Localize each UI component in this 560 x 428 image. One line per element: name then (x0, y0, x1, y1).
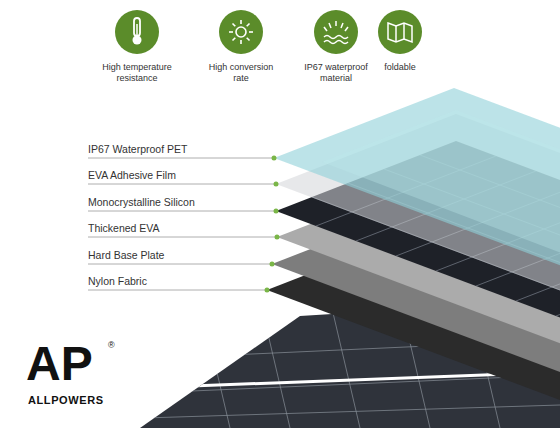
thermometer-icon (115, 10, 159, 54)
sun-ray (240, 20, 242, 24)
grid-line (100, 375, 560, 395)
sun-ray (247, 24, 250, 27)
leader-line (88, 264, 270, 265)
layer-name: IP67 Waterproof PET (88, 143, 187, 156)
sun-icon (219, 10, 263, 54)
icon-circle (314, 10, 358, 54)
water-drop (329, 23, 331, 28)
thermometer-mercury (136, 24, 138, 38)
brand-name: ALLPOWERS (28, 394, 104, 408)
leader-line (88, 290, 265, 291)
layer-name: Nylon Fabric (88, 275, 147, 288)
water-wave (324, 36, 348, 39)
grid-line (260, 300, 290, 428)
folded-map (388, 23, 412, 42)
leader-line (88, 237, 275, 238)
water-wave (324, 41, 348, 44)
pet-inner (322, 110, 560, 292)
leader-dot (265, 288, 270, 293)
layer-name: EVA Adhesive Film (88, 169, 176, 182)
grid-line (200, 300, 230, 428)
icon-circle (115, 10, 159, 54)
feature-caption: foldable (375, 62, 425, 73)
sun-ray (233, 38, 236, 41)
sun-ray (229, 31, 233, 33)
grid-line (80, 405, 560, 420)
leader-dot (275, 235, 280, 240)
icon-circle (378, 10, 422, 54)
feature-caption: IP67 waterproof material (302, 62, 370, 85)
sun-disc (236, 27, 246, 37)
leader-dot (272, 156, 277, 161)
brand-logo: AP (26, 340, 93, 388)
water-drop (335, 21, 337, 26)
leader-dots (265, 156, 280, 293)
fold-line (395, 26, 397, 42)
icon-circle (219, 10, 263, 54)
leader-dot (270, 262, 275, 267)
leader-line (88, 158, 272, 159)
sun-ray (233, 24, 236, 27)
layer-name: Thickened EVA (88, 222, 160, 235)
foldable-icon (378, 10, 422, 54)
layer-name: Monocrystalline Silicon (88, 196, 195, 209)
water-drop (324, 27, 327, 31)
waterproof-icon (314, 10, 358, 54)
water-drop (341, 23, 343, 28)
leader-dot (274, 209, 279, 214)
feature-caption: High temperature resistance (95, 62, 179, 85)
leader-lines (88, 158, 275, 290)
pet-layer (274, 88, 560, 308)
registered-mark: ® (108, 340, 115, 351)
sun-ray (249, 31, 253, 33)
fold-line (403, 23, 405, 39)
leader-line (88, 211, 274, 212)
feature-caption: High conversion rate (205, 62, 277, 85)
sun-ray (240, 40, 242, 44)
layer-name: Hard Base Plate (88, 249, 164, 262)
water-drop (345, 27, 348, 31)
leader-line (88, 184, 274, 185)
leader-dot (274, 182, 279, 187)
sun-ray (247, 38, 250, 41)
